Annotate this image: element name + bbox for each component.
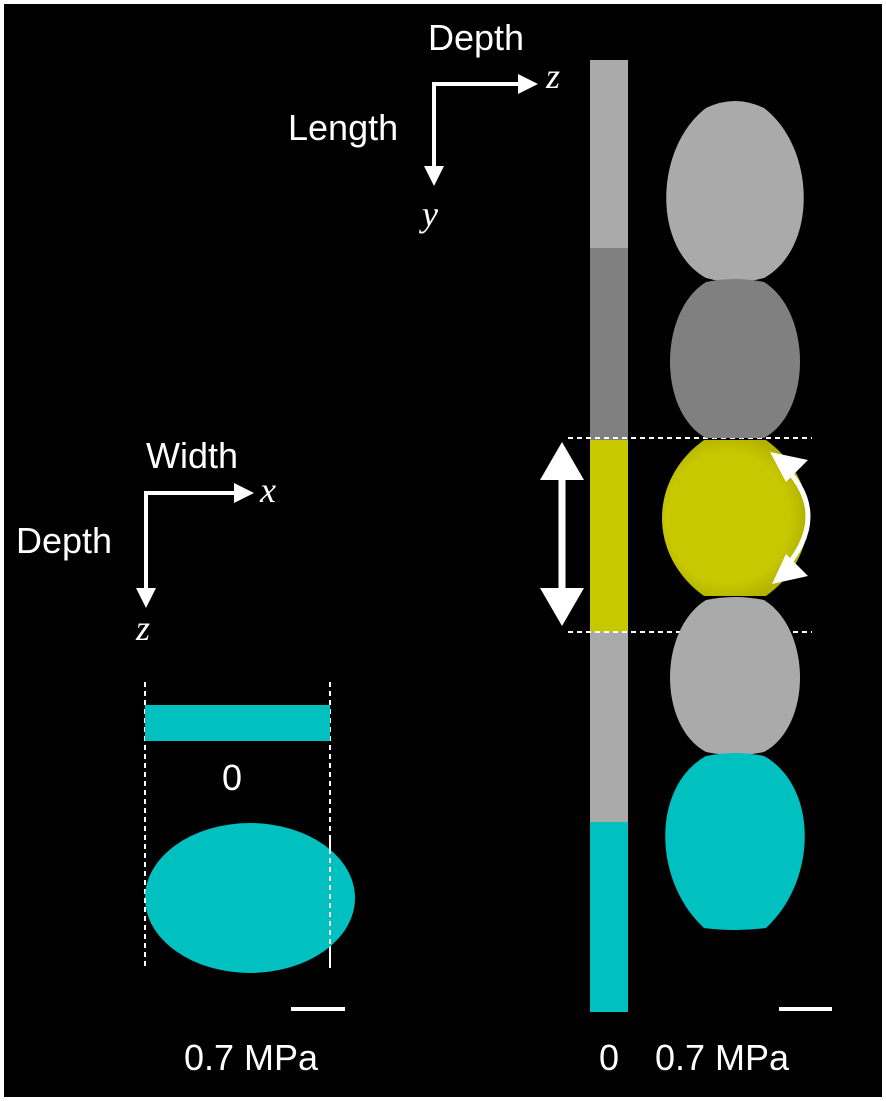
top-axis-horizontal-label: Depth [428,17,524,58]
cross-section-panel: 0 0.7 MPa [144,682,355,1078]
length-arrow-head-down [540,588,584,626]
pressure-zero-label: 0 [222,757,242,798]
left-axes: Width x Depth z [16,435,276,648]
cross-section-pressurized [145,823,355,973]
chain-segment-dark-gray [670,279,800,438]
chain-segment-light-gray-1 [666,101,804,282]
top-axis-horizontal-symbol: z [545,56,560,96]
left-axis-horizontal-label: Width [146,435,238,476]
pressurized-chain [662,101,832,1011]
chain-pressure-label: 0.7 MPa [655,1037,790,1078]
chain-segment-yellow [662,440,808,596]
chain-segment-light-gray-2 [670,597,800,755]
length-arrow-head-up [540,442,584,480]
cross-section-unpressurized [145,705,330,741]
top-axes: Depth z Length y [288,17,560,234]
left-axis-vertical-symbol: z [135,608,150,648]
curvature-arrow-head-top [770,452,808,482]
strip-segment-light-gray-2 [590,632,628,822]
strip-segment-yellow [590,440,628,632]
top-axis-vertical-symbol: y [419,194,438,234]
top-axis-vertical-label: Length [288,107,398,148]
curvature-arrow-head-bottom [772,554,808,584]
strip-segment-light-gray-1 [590,60,628,248]
unpressurized-strip [590,60,628,1012]
strip-segment-dark-gray [590,248,628,440]
strip-pressure-label: 0 [599,1037,619,1078]
strip-segment-cyan [590,822,628,1012]
left-axis-vertical-label: Depth [16,520,112,561]
chain-segment-cyan [665,753,805,930]
pressure-label-left: 0.7 MPa [184,1037,319,1078]
left-axis-horizontal-symbol: x [259,470,276,510]
